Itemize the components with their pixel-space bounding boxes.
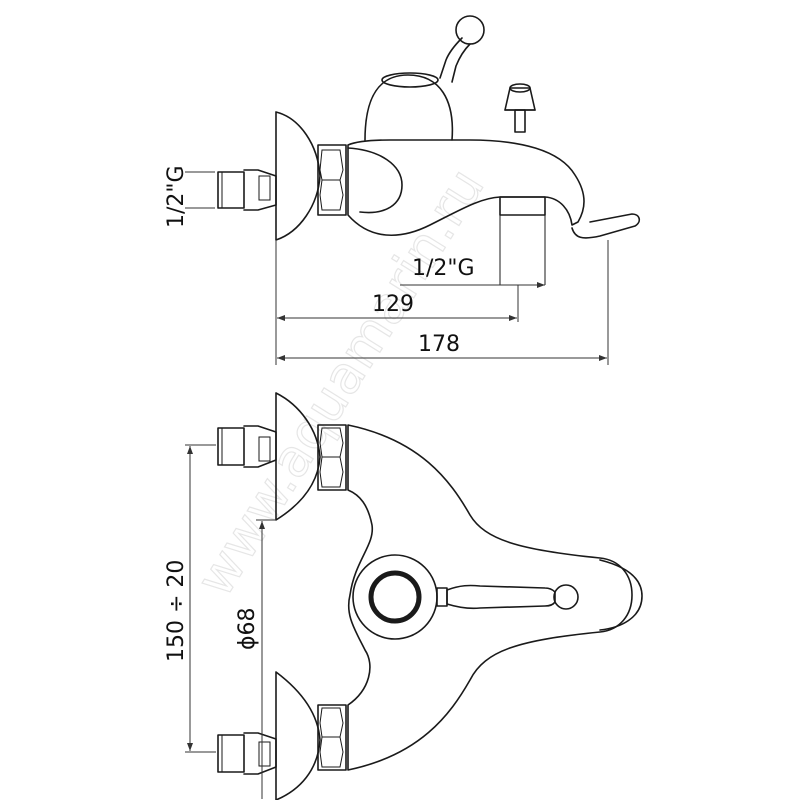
upper-hex-nut bbox=[317, 424, 347, 491]
lever-handle-top bbox=[436, 584, 579, 610]
lower-wall-flange bbox=[275, 671, 321, 800]
dim-flange-diameter: ϕ68 bbox=[235, 607, 260, 650]
lever-knob bbox=[455, 15, 485, 45]
hex-nut bbox=[317, 144, 347, 216]
dome-cap bbox=[381, 72, 439, 88]
inlet-thread-label: 1/2"G bbox=[164, 165, 189, 228]
outlet-thread-label: 1/2"G bbox=[412, 256, 475, 281]
dimension-lines-top bbox=[185, 444, 276, 799]
wall-flange bbox=[275, 111, 321, 241]
spout-end bbox=[599, 559, 643, 631]
body-curve bbox=[347, 147, 403, 214]
upper-wall-flange bbox=[275, 392, 321, 521]
diverter-knob bbox=[504, 83, 536, 133]
cartridge-dome bbox=[364, 74, 454, 141]
mixer-body-top bbox=[347, 424, 633, 771]
cartridge-cap bbox=[368, 570, 422, 624]
dim-inlet-spacing: 150 ÷ 20 bbox=[164, 560, 189, 662]
inlet-fitting bbox=[217, 169, 277, 211]
dim-178: 178 bbox=[418, 332, 460, 357]
side-view: 1/2"G 1/2"G 129 178 bbox=[164, 15, 641, 365]
outlet-connector bbox=[499, 196, 546, 285]
watermark: www.aquamarin.ru bbox=[185, 159, 496, 607]
lower-inlet-fitting bbox=[217, 732, 277, 775]
dimension-lines bbox=[185, 171, 609, 365]
dim-129: 129 bbox=[372, 292, 414, 317]
cartridge-disc bbox=[352, 554, 438, 640]
lower-hex-nut bbox=[317, 704, 347, 771]
top-view: 150 ÷ 20 ϕ68 bbox=[164, 392, 643, 800]
lever-handle bbox=[439, 37, 471, 83]
mixer-body bbox=[347, 139, 585, 236]
spout-tip bbox=[571, 213, 641, 239]
upper-inlet-fitting bbox=[217, 425, 277, 468]
